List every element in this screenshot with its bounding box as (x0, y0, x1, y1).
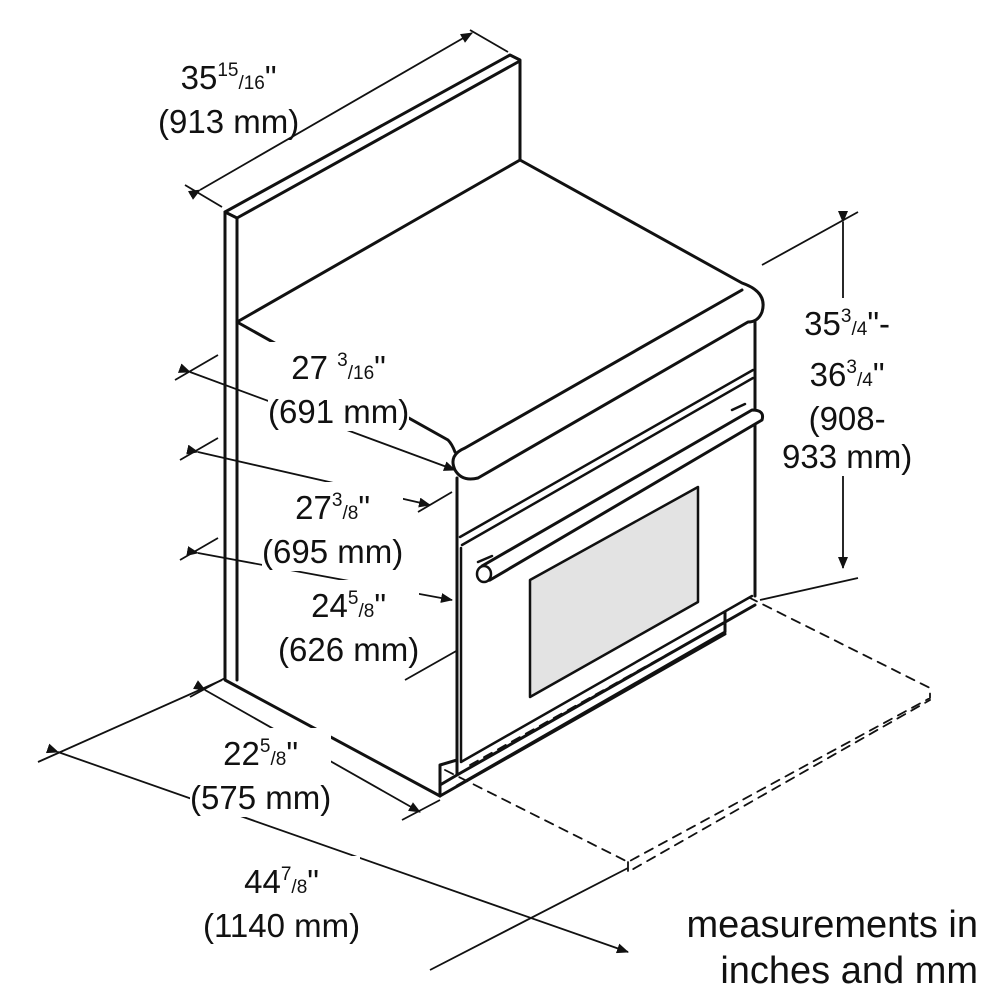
dim-backsplash-width (187, 32, 473, 200)
label-depth-cooktop: 27 3/16" (691 mm) (268, 342, 410, 431)
label-depth-body: 273/8" (695 mm) (262, 482, 404, 571)
door-handle (475, 402, 764, 584)
label-height: 353/4"- 363/4" (908- 933 mm) (782, 298, 913, 476)
label-backsplash-width: 3515/16" (913 mm) (158, 59, 300, 140)
label-depth-door: 245/8" (626 mm) (278, 580, 420, 669)
label-depth-door-open: 447/8" (1140 mm) (203, 856, 361, 945)
measurement-units-note: measurements in inches and mm (686, 904, 978, 992)
oven-window (528, 485, 700, 699)
label-depth-side: 225/8" (575 mm) (190, 728, 332, 817)
door-open-footprint (444, 597, 931, 873)
dim-door-open (45, 743, 629, 954)
cooktop (235, 158, 765, 481)
